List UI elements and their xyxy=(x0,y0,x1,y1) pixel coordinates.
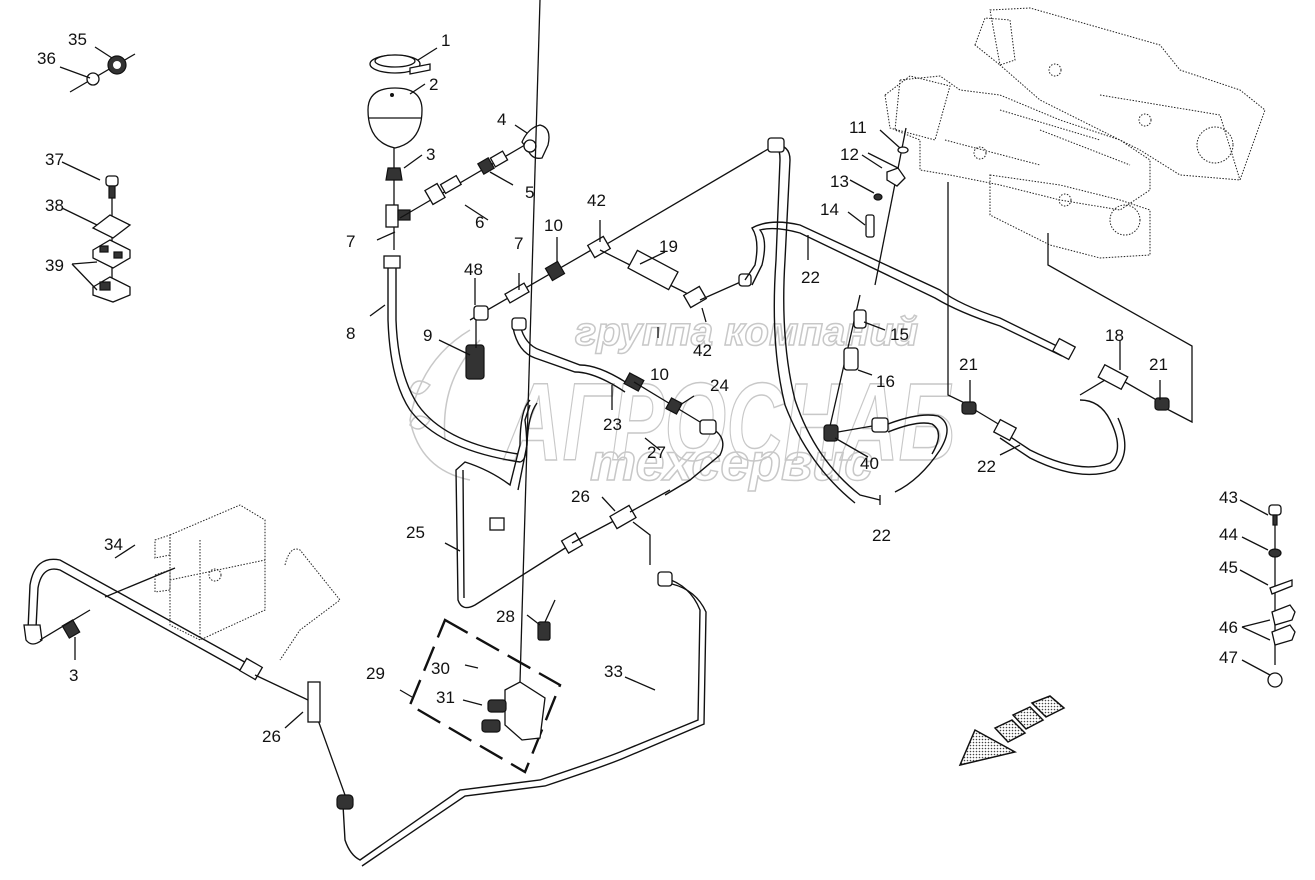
callout-labels: 1 2 3 3 4 5 6 7 7 8 9 10 10 11 12 13 14 … xyxy=(37,30,1238,746)
callout-7: 7 xyxy=(346,232,355,251)
callout-2: 2 xyxy=(429,75,438,94)
callout-42: 42 xyxy=(693,341,712,360)
callout-27: 27 xyxy=(647,443,666,462)
accumulator-group xyxy=(367,54,431,250)
callout-11: 11 xyxy=(849,118,867,137)
hose-34 xyxy=(27,558,251,666)
callout-46: 46 xyxy=(1219,618,1238,637)
callout-21: 21 xyxy=(1149,355,1168,374)
pressure-sensor-chain xyxy=(823,294,948,493)
callout-29: 29 xyxy=(366,664,385,683)
callout-26: 26 xyxy=(571,487,590,506)
callout-39: 39 xyxy=(45,256,64,275)
callout-10: 10 xyxy=(544,216,563,235)
callout-1: 1 xyxy=(441,31,450,50)
valve-block-assembly xyxy=(408,0,562,774)
center-fitting-chain xyxy=(465,221,1077,380)
callout-6: 6 xyxy=(475,213,484,232)
pipe-25 xyxy=(455,399,571,609)
callout-28: 28 xyxy=(496,607,515,626)
callout-19: 19 xyxy=(659,237,678,256)
callout-18: 18 xyxy=(1105,326,1124,345)
hydraulic-pump-assembly xyxy=(884,7,1266,259)
nut-sleeve-group xyxy=(69,53,136,93)
callout-22: 22 xyxy=(801,268,820,287)
callout-8: 8 xyxy=(346,324,355,343)
watermark-line1: группа компаний xyxy=(575,310,918,354)
callout-4: 4 xyxy=(497,110,506,129)
clamp-set-37-39 xyxy=(91,175,132,303)
pump-leader-line xyxy=(947,182,1193,424)
hose-23 xyxy=(519,324,631,386)
callout-45: 45 xyxy=(1219,558,1238,577)
clamp-group-11-14 xyxy=(865,127,909,286)
callout-30: 30 xyxy=(431,659,450,678)
tee-26-upper xyxy=(609,504,637,530)
test-point-chain xyxy=(399,124,550,219)
callout-5: 5 xyxy=(525,183,534,202)
callout-3: 3 xyxy=(426,145,435,164)
callout-3: 3 xyxy=(69,666,78,685)
callout-43: 43 xyxy=(1219,488,1238,507)
callout-44: 44 xyxy=(1219,525,1238,544)
callout-13: 13 xyxy=(830,172,849,191)
callout-22: 22 xyxy=(977,457,996,476)
callout-14: 14 xyxy=(820,200,839,219)
callout-22: 22 xyxy=(872,526,891,545)
callout-15: 15 xyxy=(890,325,909,344)
pipe-33 xyxy=(342,577,701,861)
callout-7: 7 xyxy=(514,234,523,253)
callout-38: 38 xyxy=(45,196,64,215)
callout-12: 12 xyxy=(840,145,859,164)
pipe-to-top xyxy=(599,144,776,249)
callout-leaders xyxy=(59,46,1271,729)
hose-22-lower xyxy=(999,399,1119,468)
callout-10: 10 xyxy=(650,365,669,384)
callout-26: 26 xyxy=(262,727,281,746)
callout-40: 40 xyxy=(860,454,879,473)
callout-42: 42 xyxy=(587,191,606,210)
callout-31: 31 xyxy=(436,688,455,707)
control-valve-block xyxy=(154,504,341,661)
callout-23: 23 xyxy=(603,415,622,434)
callout-24: 24 xyxy=(710,376,729,395)
callout-9: 9 xyxy=(423,326,432,345)
callout-35: 35 xyxy=(68,30,87,49)
callout-33: 33 xyxy=(604,662,623,681)
clamp-set-43-47 xyxy=(1267,504,1296,688)
callout-34: 34 xyxy=(104,535,123,554)
callout-47: 47 xyxy=(1219,648,1238,667)
callout-36: 36 xyxy=(37,49,56,68)
callout-16: 16 xyxy=(876,372,895,391)
callout-21: 21 xyxy=(959,355,978,374)
direction-arrow-icon xyxy=(958,695,1066,767)
callout-48: 48 xyxy=(464,260,483,279)
callout-37: 37 xyxy=(45,150,64,169)
watermark-line3: техсервис xyxy=(590,434,873,492)
callout-25: 25 xyxy=(406,523,425,542)
